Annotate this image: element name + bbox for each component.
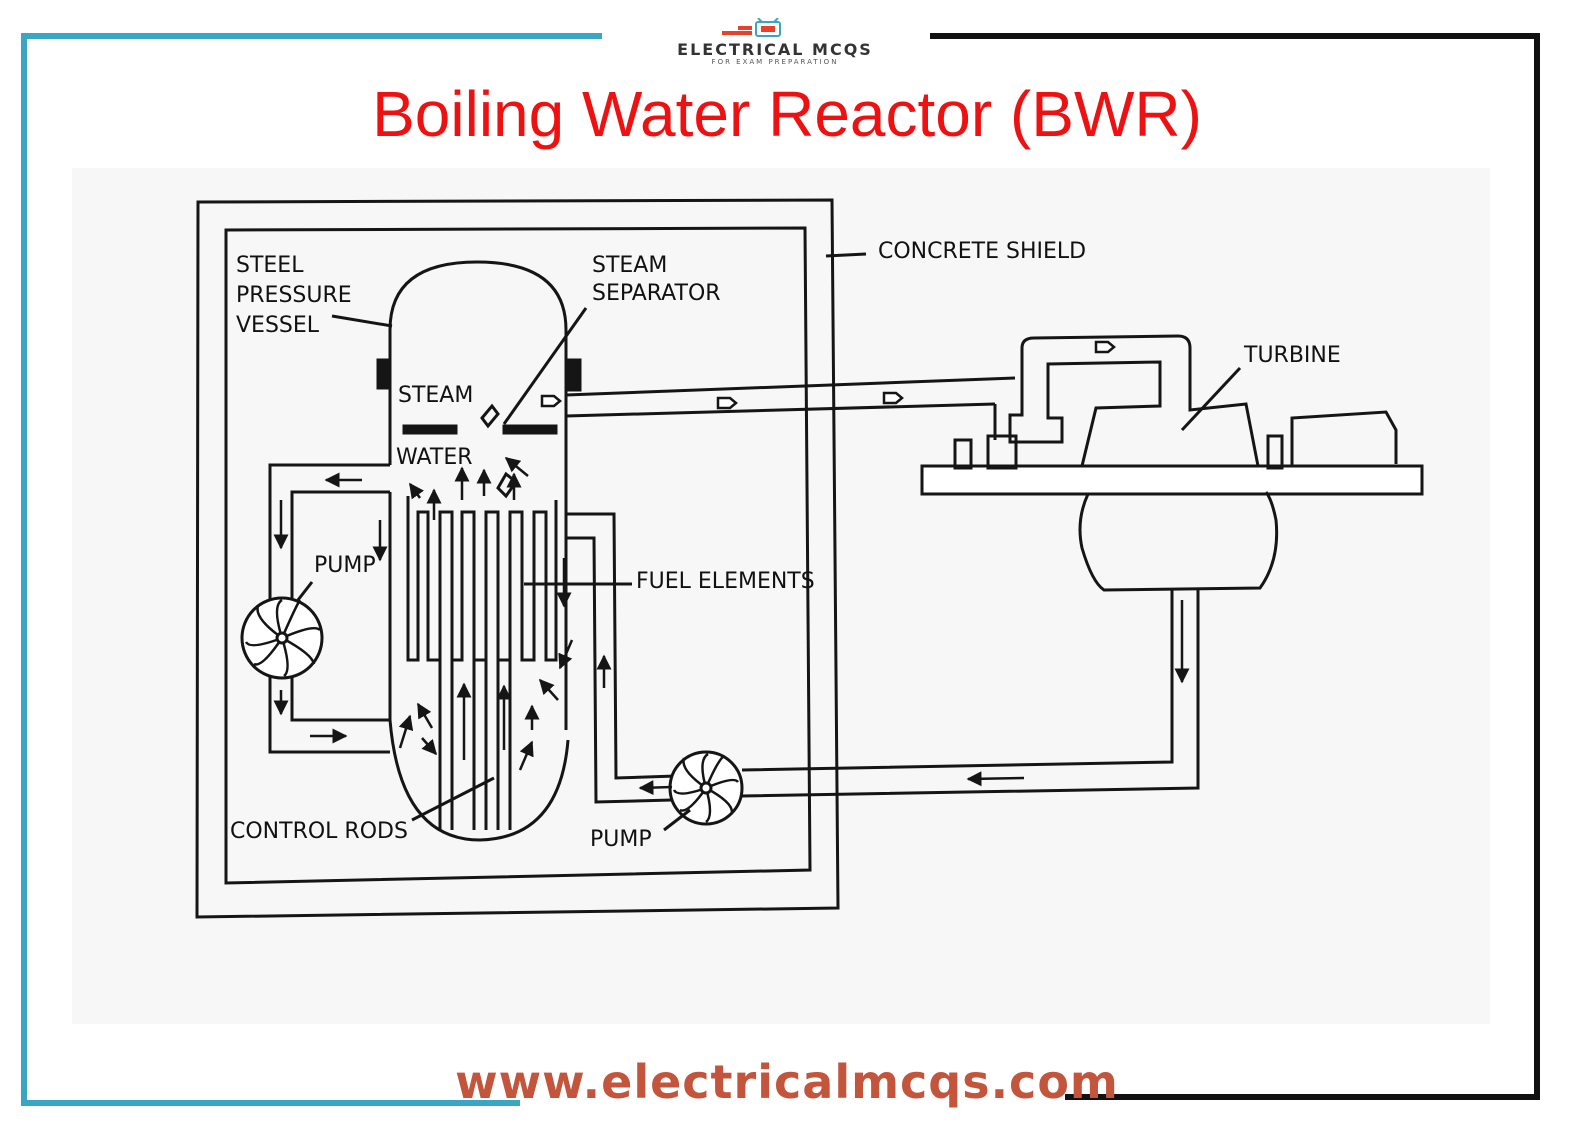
feedwater-riser-inner <box>566 512 677 780</box>
steam-droplet-1 <box>480 403 500 429</box>
feedwater-pipe-outer <box>741 588 1200 798</box>
steam-separator-plate-right <box>502 424 558 435</box>
diagram-labels: STEEL PRESSURE VESSEL STEAM SEPARATOR CO… <box>230 239 1341 852</box>
steam-line-bottom <box>565 402 996 418</box>
steam-separator-plate-left <box>402 424 458 435</box>
label-control-rods: CONTROL RODS <box>230 819 408 844</box>
concrete-shield-inner <box>224 226 812 885</box>
label-steam-separator-2: SEPARATOR <box>592 281 721 306</box>
turbine-valve-2 <box>986 434 1018 470</box>
logo-name: ELECTRICAL MCQS <box>677 40 873 59</box>
steel-pressure-vessel <box>388 260 568 730</box>
logo-tagline: FOR EXAM PREPARATION <box>711 58 839 66</box>
label-fuel-elements: FUEL ELEMENTS <box>636 569 815 594</box>
turbine-valve-1 <box>953 438 973 470</box>
label-concrete-shield: CONCRETE SHIELD <box>878 239 1086 264</box>
steam-flow-markers <box>540 340 1116 410</box>
fuel-elements <box>406 496 558 662</box>
label-vessel: VESSEL <box>236 313 320 338</box>
label-turbine: TURBINE <box>1243 343 1341 368</box>
label-pump-bottom: PUMP <box>590 827 652 852</box>
feedwater-pipe-inner <box>741 588 1174 772</box>
concrete-shield-outer <box>195 198 840 919</box>
label-steam-separator-1: STEAM <box>592 253 667 278</box>
frame-right-black <box>930 33 1540 1100</box>
footer-url: www.electricalmcqs.com <box>455 1055 1119 1109</box>
flow-arrows <box>273 457 1190 796</box>
feedwater-pump <box>668 750 744 826</box>
leader-turbine <box>1180 366 1242 432</box>
leader-pressure-vessel <box>331 314 393 328</box>
leader-control-rods <box>411 776 495 822</box>
condenser <box>1078 491 1279 592</box>
logo: ELECTRICAL MCQS FOR EXAM PREPARATION <box>630 18 920 68</box>
frame-left-blue <box>21 33 602 1106</box>
leader-steam-separator <box>502 307 588 425</box>
turbine-valve-3 <box>1266 434 1284 470</box>
label-steel: STEEL <box>236 253 304 278</box>
leader-concrete-shield <box>825 252 867 258</box>
control-rods <box>438 598 512 830</box>
turbine-casing <box>1008 334 1260 468</box>
vessel-flange-left <box>376 358 392 390</box>
leader-pump-left <box>296 581 314 601</box>
leader-pump-bottom <box>663 808 691 832</box>
logo-mark <box>722 18 781 37</box>
label-water: WATER <box>396 445 473 470</box>
vessel-flange-right <box>564 358 582 392</box>
turbine-low-pressure <box>1290 410 1398 466</box>
turbine-base-plate <box>920 464 1424 496</box>
recirculation-pump <box>240 596 324 680</box>
page-title: Boiling Water Reactor (BWR) <box>372 78 1202 150</box>
steam-line-top <box>565 376 1016 397</box>
feedwater-riser-outer <box>566 536 673 804</box>
vessel-bottom-head <box>388 719 570 842</box>
label-pressure: PRESSURE <box>236 283 352 308</box>
label-pump-left: PUMP <box>314 553 376 578</box>
label-steam: STEAM <box>398 383 473 408</box>
